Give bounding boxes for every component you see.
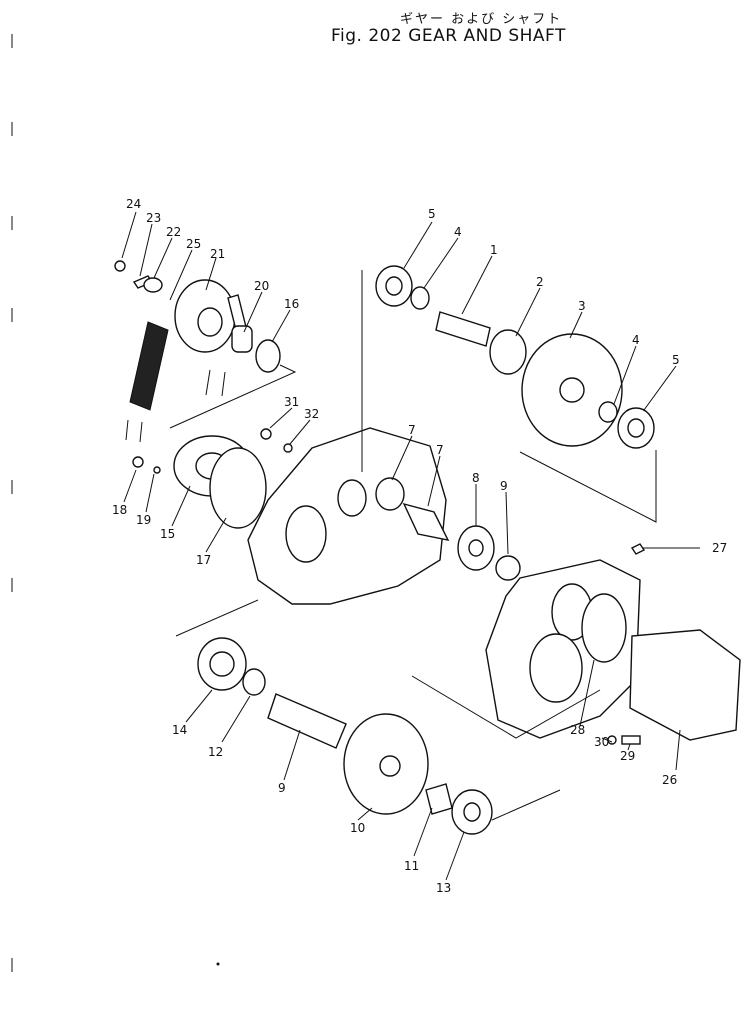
part-label-11: 11 bbox=[404, 859, 419, 873]
part-label-15: 15 bbox=[160, 527, 175, 541]
upper-shaft-assembly bbox=[361, 265, 657, 523]
lower-shaft-assembly bbox=[175, 599, 561, 835]
part-label-31: 31 bbox=[284, 395, 299, 409]
part-label-13: 13 bbox=[436, 881, 451, 895]
part-label-22: 22 bbox=[166, 225, 181, 239]
part-label-29: 29 bbox=[620, 749, 635, 763]
part-label-20: 20 bbox=[254, 279, 269, 293]
part-label-5-top: 5 bbox=[428, 207, 436, 221]
part-label-17: 17 bbox=[196, 553, 211, 567]
part-label-4-top: 4 bbox=[454, 225, 462, 239]
leader-lines bbox=[121, 211, 700, 881]
figure-title-japanese: ギヤー および シャフト bbox=[400, 12, 563, 27]
part-label-12: 12 bbox=[208, 745, 223, 759]
part-label-24: 24 bbox=[126, 197, 141, 211]
part-label-28: 28 bbox=[570, 723, 585, 737]
cover-and-motor bbox=[411, 543, 741, 745]
part-label-2: 2 bbox=[536, 275, 544, 289]
part-label-8: 9 bbox=[500, 479, 508, 493]
part-label-10: 10 bbox=[350, 821, 365, 835]
part-label-32: 32 bbox=[304, 407, 319, 421]
part-label-25: 25 bbox=[186, 237, 201, 251]
part-label-7: 8 bbox=[472, 471, 480, 485]
part-label-1: 1 bbox=[490, 243, 498, 257]
part-label-6: 7 bbox=[436, 443, 444, 457]
part-label-7-case: 7 bbox=[408, 423, 416, 437]
part-label-23: 23 bbox=[146, 211, 161, 225]
part-label-19: 19 bbox=[136, 513, 151, 527]
stray-dot bbox=[216, 962, 220, 966]
part-labels: 24 23 22 25 21 20 16 5 4 1 2 3 4 5 31 32… bbox=[112, 197, 727, 895]
figure-title: Fig. 202 GEAR AND SHAFT bbox=[331, 26, 566, 46]
part-label-4-right: 4 bbox=[632, 333, 640, 347]
part-label-26: 26 bbox=[662, 773, 677, 787]
gear-case bbox=[132, 427, 447, 605]
part-label-21: 21 bbox=[210, 247, 225, 261]
sprocket-assembly bbox=[114, 260, 297, 443]
part-label-3: 3 bbox=[578, 299, 586, 313]
part-label-18: 18 bbox=[112, 503, 127, 517]
middle-shaft-assembly bbox=[402, 502, 521, 581]
part-label-27: 27 bbox=[712, 541, 727, 555]
part-label-14: 14 bbox=[172, 723, 187, 737]
part-label-9: 9 bbox=[278, 781, 286, 795]
part-label-16: 16 bbox=[284, 297, 299, 311]
part-label-5-right: 5 bbox=[672, 353, 680, 367]
part-label-30: 30 bbox=[594, 735, 609, 749]
